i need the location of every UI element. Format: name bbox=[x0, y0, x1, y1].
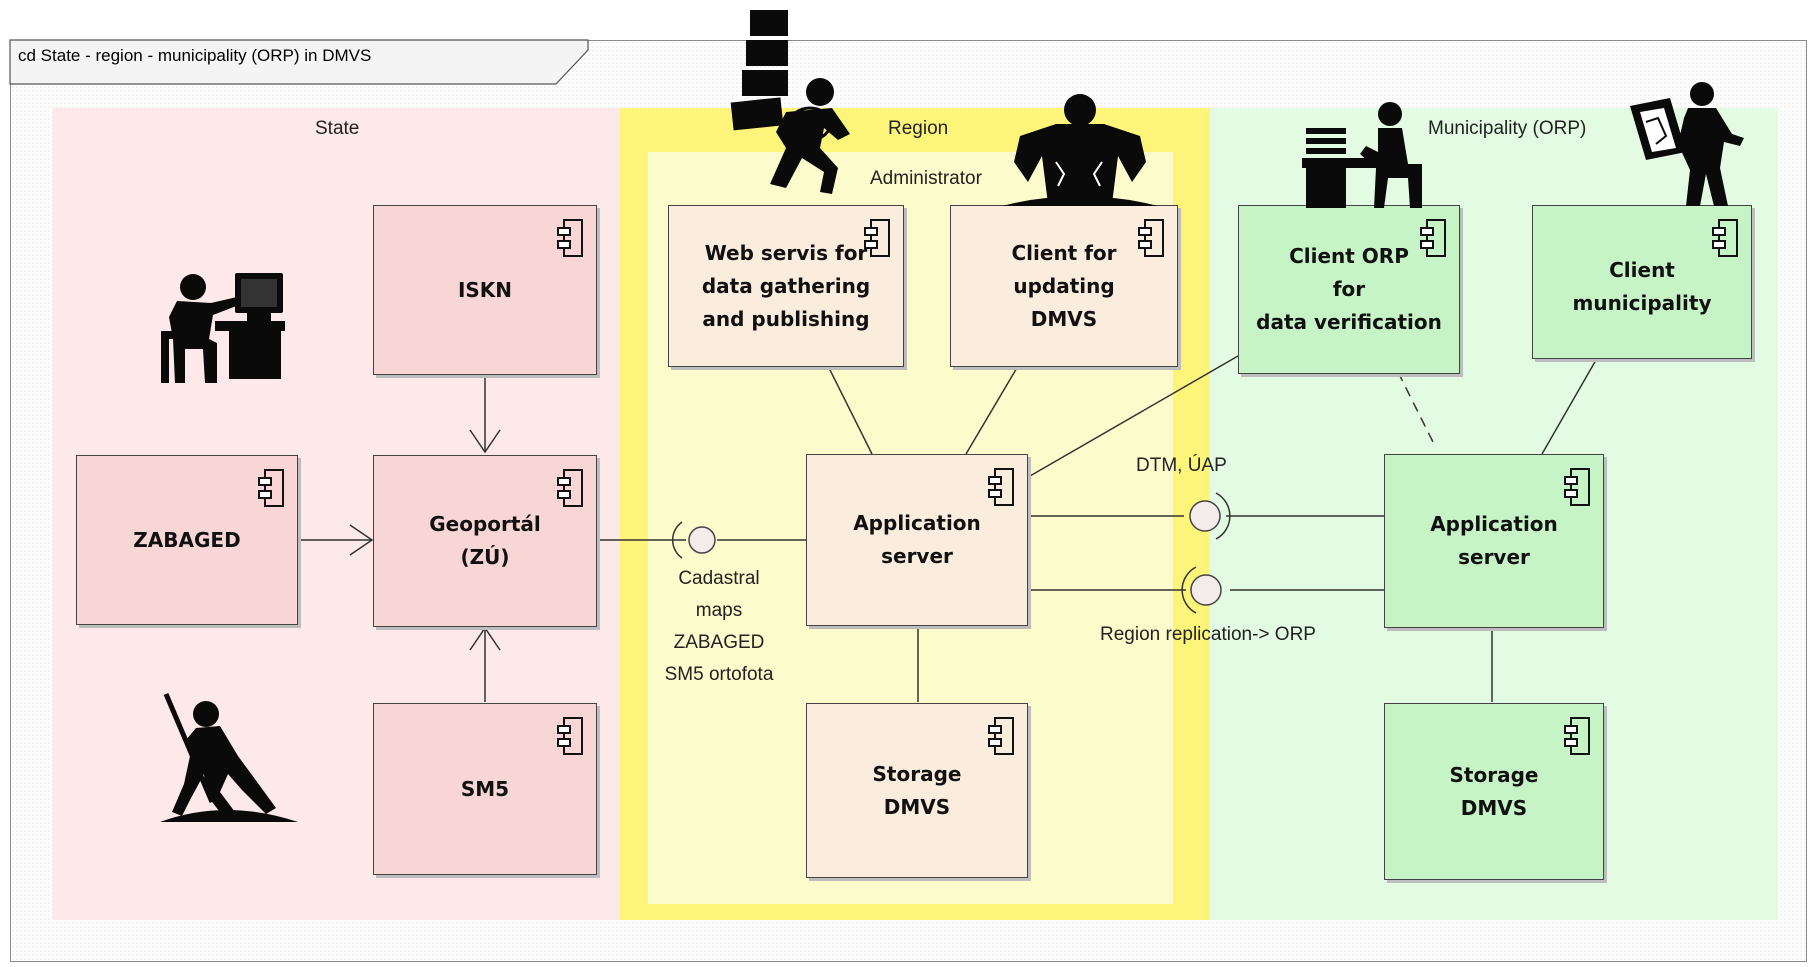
component-zabaged[interactable]: ZABAGED bbox=[76, 455, 298, 625]
component-icon bbox=[1420, 219, 1446, 257]
component-label: ISKN bbox=[457, 277, 513, 302]
component-label: ZABAGED bbox=[133, 527, 241, 552]
interface-ball-dtm bbox=[1189, 500, 1221, 532]
component-label: SM5 bbox=[460, 776, 510, 801]
connector-clientorp-appserver bbox=[1029, 355, 1239, 477]
arrow-iskn-geoportal bbox=[469, 429, 501, 454]
component-label: Storage DMVS bbox=[872, 761, 962, 819]
arrow-sm5-geoportal bbox=[469, 626, 501, 651]
component-storage-region[interactable]: Storage DMVS bbox=[806, 703, 1028, 878]
component-label: Client ORP for data verification bbox=[1256, 244, 1442, 334]
connector-clientorp-muni-dashed bbox=[1397, 371, 1435, 445]
zone-title-state: State bbox=[315, 118, 360, 139]
component-label: Storage DMVS bbox=[1449, 762, 1539, 820]
component-client-orp[interactable]: Client ORP for data verification bbox=[1238, 205, 1460, 374]
person-digging-icon bbox=[160, 693, 298, 822]
component-icon bbox=[1138, 219, 1164, 257]
component-icon bbox=[1564, 717, 1590, 755]
component-web-servis[interactable]: Web servis for data gathering and publis… bbox=[668, 205, 904, 367]
interface-socket-cadastral bbox=[671, 521, 683, 559]
zone-title-region: Region bbox=[888, 118, 949, 139]
component-iskn[interactable]: ISKN bbox=[373, 205, 597, 375]
component-label: Web servis for data gathering and publis… bbox=[701, 240, 871, 331]
person-at-desk-icon bbox=[1302, 102, 1422, 208]
component-storage-muni[interactable]: Storage DMVS bbox=[1384, 703, 1604, 880]
label-cadastral-maps: Cadastral maps ZABAGED SM5 ortofota bbox=[664, 568, 774, 685]
frame-title: cd State - region - municipality (ORP) i… bbox=[18, 46, 372, 65]
interface-ball-replication bbox=[1190, 574, 1222, 606]
component-label: Application server bbox=[1430, 512, 1558, 569]
person-reading-map-icon bbox=[1630, 82, 1744, 206]
label-region-replication: Region replication-> ORP bbox=[1100, 624, 1316, 645]
component-icon bbox=[1712, 219, 1738, 257]
component-client-municipality[interactable]: Client municipality bbox=[1532, 205, 1752, 359]
component-icon bbox=[864, 219, 890, 257]
component-geoportal[interactable]: Geoportál (ZÚ) bbox=[373, 455, 597, 627]
component-label: Client municipality bbox=[1572, 258, 1712, 315]
connector-client-appserver bbox=[965, 365, 1019, 455]
interface-socket-dtm bbox=[1215, 492, 1231, 540]
component-icon bbox=[258, 469, 284, 507]
component-label: Client for updating DMVS bbox=[1011, 240, 1117, 331]
person-carrying-boxes-icon bbox=[730, 10, 850, 194]
component-icon bbox=[1564, 468, 1590, 506]
connector-webservis-appserver bbox=[827, 365, 873, 455]
component-sm5[interactable]: SM5 bbox=[373, 703, 597, 875]
zone-title-municipality: Municipality (ORP) bbox=[1428, 118, 1587, 139]
component-icon bbox=[988, 468, 1014, 506]
component-app-server-muni[interactable]: Application server bbox=[1384, 454, 1604, 628]
person-at-computer-icon bbox=[161, 273, 285, 383]
component-icon bbox=[557, 219, 583, 257]
component-icon bbox=[557, 469, 583, 507]
arrow-zabaged-geoportal bbox=[349, 524, 374, 556]
component-app-server-region[interactable]: Application server bbox=[806, 454, 1028, 626]
component-client-updating[interactable]: Client for updating DMVS bbox=[950, 205, 1178, 367]
component-icon bbox=[557, 717, 583, 755]
label-dtm-uap: DTM, ÚAP bbox=[1136, 455, 1227, 476]
interface-ball-cadastral bbox=[688, 526, 716, 554]
interface-socket-replication bbox=[1181, 566, 1197, 614]
zone-title-administrator: Administrator bbox=[870, 168, 982, 189]
person-angry-icon bbox=[1002, 94, 1158, 206]
component-label: Geoportál (ZÚ) bbox=[429, 512, 541, 569]
component-icon bbox=[988, 717, 1014, 755]
component-label: Application server bbox=[853, 511, 981, 568]
connector-clientmuni-appserver bbox=[1541, 359, 1597, 455]
